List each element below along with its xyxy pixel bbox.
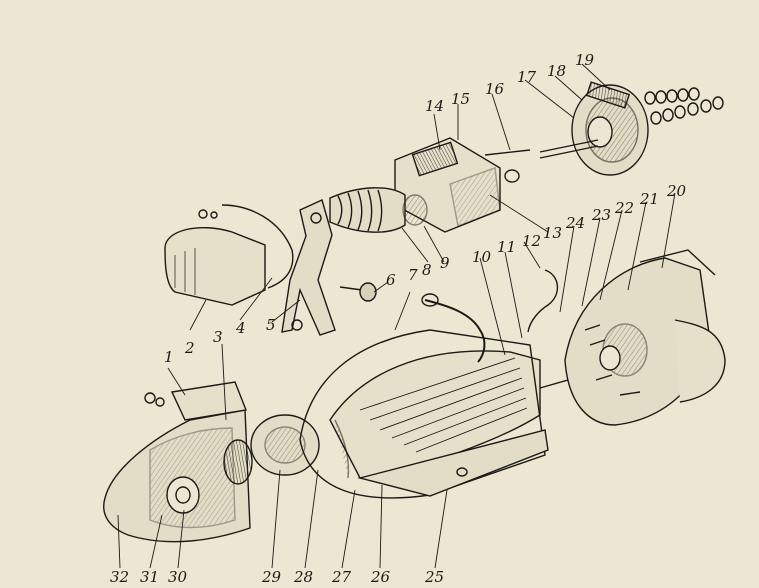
callout-10: 10 xyxy=(472,248,492,266)
drive-housing-part xyxy=(103,381,251,543)
callout-30: 30 xyxy=(168,568,188,586)
callout-27: 27 xyxy=(331,568,352,586)
callout-26: 26 xyxy=(370,568,391,586)
callout-3: 3 xyxy=(213,328,223,346)
end-cover-part xyxy=(564,249,726,426)
spring-chain-part xyxy=(644,87,724,125)
callout-4: 4 xyxy=(235,319,246,337)
callout-32: 32 xyxy=(110,568,129,586)
callout-20: 20 xyxy=(666,182,687,200)
cover-part xyxy=(164,204,294,306)
terminal-lead-part xyxy=(421,269,559,363)
callout-15: 15 xyxy=(451,90,470,108)
callout-23: 23 xyxy=(591,206,611,224)
shift-lever-part xyxy=(281,199,336,336)
callout-9: 9 xyxy=(440,254,450,272)
callout-28: 28 xyxy=(293,568,313,586)
callout-31: 31 xyxy=(140,568,159,586)
callout-5: 5 xyxy=(266,316,276,334)
callout-24: 24 xyxy=(565,214,585,232)
callout-19: 19 xyxy=(575,51,595,69)
plunger-spring-part xyxy=(329,187,428,233)
callout-6: 6 xyxy=(386,271,396,289)
callout-1: 1 xyxy=(164,348,174,366)
callout-29: 29 xyxy=(261,568,282,586)
callout-22: 22 xyxy=(614,199,634,217)
callout-2: 2 xyxy=(184,339,195,357)
callout-11: 11 xyxy=(497,238,516,256)
end-cap-part xyxy=(539,81,649,176)
callout-13: 13 xyxy=(543,224,562,242)
drive-pinion-part xyxy=(223,414,320,485)
callout-21: 21 xyxy=(639,190,659,208)
callout-12: 12 xyxy=(522,232,541,250)
stator-housing-part xyxy=(299,329,549,499)
callout-18: 18 xyxy=(547,62,566,80)
callout-14: 14 xyxy=(425,97,444,115)
screw-part xyxy=(339,282,377,302)
callout-7: 7 xyxy=(408,266,418,284)
callout-16: 16 xyxy=(485,80,505,98)
callout-25: 25 xyxy=(424,568,444,586)
callout-8: 8 xyxy=(422,261,432,279)
callout-17: 17 xyxy=(517,68,537,86)
